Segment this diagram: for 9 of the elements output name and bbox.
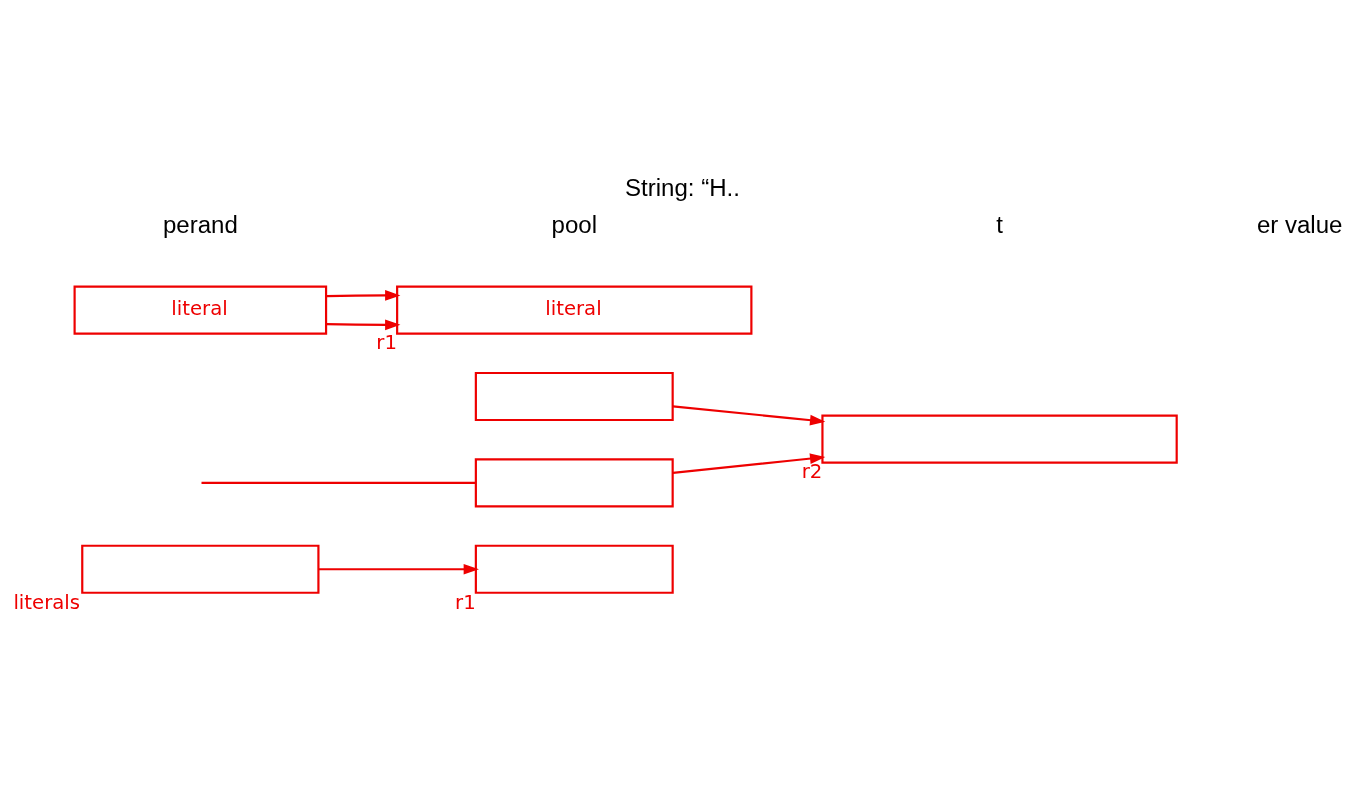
- label: t: [996, 211, 1003, 239]
- node-label: literals: [13, 590, 80, 614]
- node-label: r2: [801, 460, 823, 484]
- label: perand: [162, 211, 238, 239]
- node-label: r1: [455, 590, 476, 614]
- label: er value: [1256, 211, 1343, 239]
- node-label: r1: [376, 331, 397, 355]
- label: pool: [551, 211, 597, 239]
- diagram-title: String: “H..: [625, 173, 740, 201]
